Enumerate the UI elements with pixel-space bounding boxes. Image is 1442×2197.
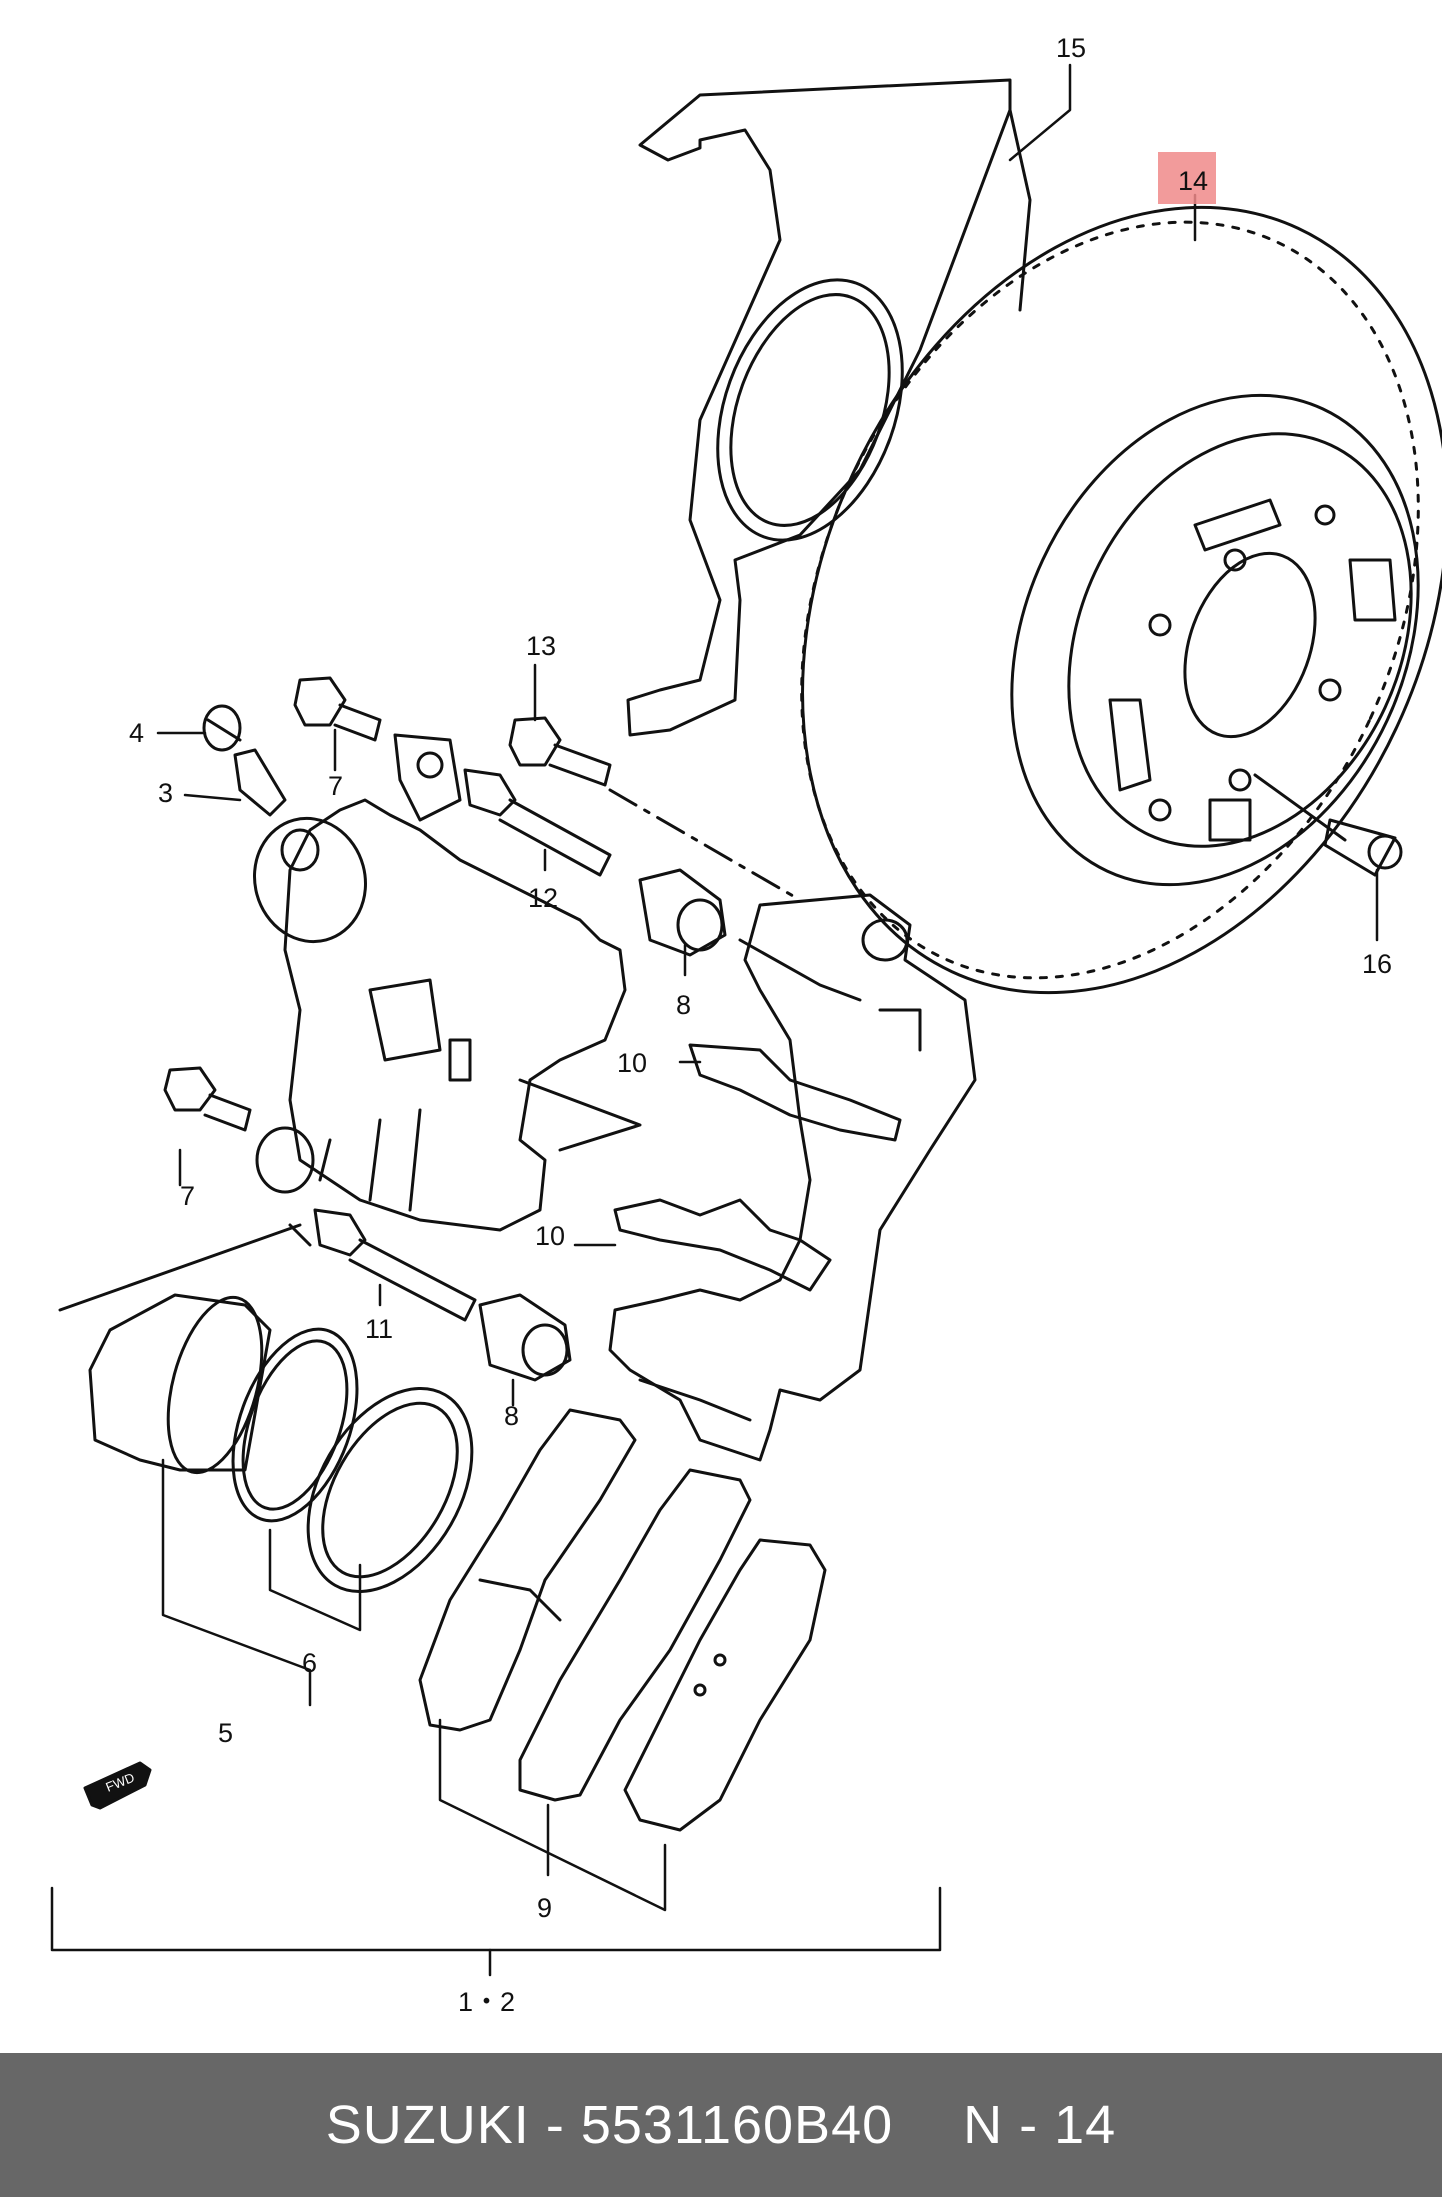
callout-8a: 8 bbox=[676, 990, 691, 1020]
brake-diagram: FWD 15 14 13 4 7 3 12 8 10 7 10 11 8 16 … bbox=[50, 33, 1442, 2017]
footer-brand: SUZUKI bbox=[325, 2095, 530, 2155]
piston bbox=[88, 1293, 272, 1475]
bleeder-cap bbox=[202, 704, 242, 752]
callout-14-highlight bbox=[1158, 152, 1216, 204]
bleeder-screw bbox=[233, 748, 287, 817]
leader-lines bbox=[50, 63, 1379, 1977]
callout-14: 14 bbox=[1178, 166, 1208, 196]
brake-disc bbox=[800, 205, 1442, 995]
pad-middle bbox=[518, 1468, 752, 1802]
piston-boot bbox=[306, 1387, 474, 1593]
callout-9: 9 bbox=[537, 1893, 552, 1923]
guide-pin-12 bbox=[463, 768, 612, 877]
pad-outer bbox=[623, 1538, 827, 1832]
callout-11: 11 bbox=[365, 1314, 393, 1344]
callout-12: 12 bbox=[528, 883, 558, 913]
callout-8b: 8 bbox=[504, 1401, 519, 1431]
callout-16: 16 bbox=[1362, 949, 1392, 979]
callout-10b: 10 bbox=[535, 1221, 565, 1251]
footer-separator: - bbox=[545, 2095, 565, 2155]
callout-5: 5 bbox=[218, 1718, 233, 1748]
footer-ref: N - 14 bbox=[963, 2095, 1117, 2155]
bolt-upper-7 bbox=[293, 676, 382, 742]
boot-lower-8 bbox=[478, 1293, 572, 1382]
footer-part-number: 5531160B40 bbox=[580, 2095, 894, 2155]
axis-line-upper bbox=[608, 788, 802, 902]
footer-bar: SUZUKI - 5531160B40 N - 14 bbox=[0, 2053, 1442, 2197]
caliper-bracket bbox=[608, 893, 977, 1462]
pad-inner bbox=[418, 1408, 637, 1732]
axis-line-lower bbox=[58, 1223, 312, 1312]
caliper-body bbox=[253, 733, 642, 1232]
callout-7a: 7 bbox=[328, 771, 343, 801]
bolt-lower-7 bbox=[163, 1066, 252, 1132]
bolt-13 bbox=[508, 716, 612, 787]
dust-shield bbox=[626, 78, 1032, 737]
callout-7b: 7 bbox=[180, 1181, 195, 1211]
callout-6: 6 bbox=[302, 1648, 317, 1678]
callout-3: 3 bbox=[158, 778, 173, 808]
pad-shim-lower bbox=[613, 1198, 832, 1292]
guide-pin-11 bbox=[313, 1208, 477, 1322]
boot-upper-8 bbox=[638, 868, 727, 957]
callout-15: 15 bbox=[1056, 33, 1086, 63]
fwd-arrow-icon: FWD bbox=[83, 1761, 152, 1810]
callout-13: 13 bbox=[526, 631, 556, 661]
callout-4: 4 bbox=[129, 718, 144, 748]
piston-seal bbox=[231, 1327, 359, 1523]
pad-shim-upper bbox=[688, 1043, 902, 1142]
callout-10a: 10 bbox=[617, 1048, 647, 1078]
callout-1-2: 1・2 bbox=[458, 1987, 515, 2017]
disc-screw bbox=[1253, 773, 1403, 877]
